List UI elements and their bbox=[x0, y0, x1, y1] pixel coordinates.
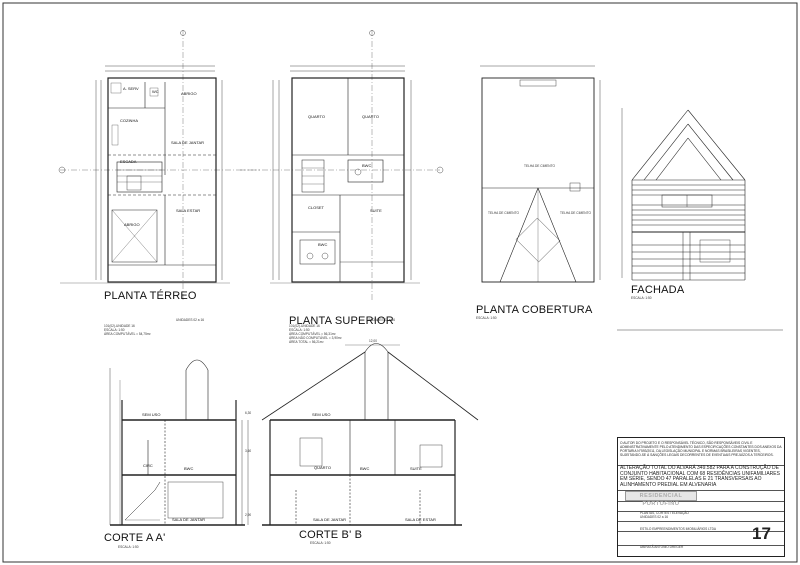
fachada bbox=[621, 108, 746, 281]
corte-b-sala-estar: SALA DE ESTAR bbox=[405, 517, 436, 522]
planta-cobertura-scale: ESCALA: 1:50 bbox=[476, 316, 497, 320]
cobertura-label-3: TELHA DE CIMENTO bbox=[560, 211, 591, 215]
title-block-note: O AUTOR DO PROJETO E O RESPONSÁVEL TÉCNI… bbox=[620, 441, 782, 457]
title-block bbox=[617, 437, 785, 557]
corte-b-dim-3: 3,60 bbox=[245, 449, 252, 453]
corte-b-dim-4: 2,90 bbox=[245, 513, 252, 517]
planta-superior-info-2: ESCALA: 1:50 bbox=[289, 328, 310, 332]
cobertura-label-1: TELHA DE CIMENTO bbox=[524, 164, 555, 168]
planta-terreo-units: UNIDADES 02 a 16 bbox=[176, 318, 204, 322]
title-block-content: PLANTAS, CORTES / ELEVAÇÃO bbox=[640, 511, 689, 515]
planta-superior-info-4: ÁREA NÃO COMPUTÁVEL = 3,90m² bbox=[289, 336, 342, 340]
title-block-units: UNIDADES 02 a 16 bbox=[640, 515, 668, 519]
corte-b-suite: SUITE bbox=[410, 466, 422, 471]
room-quarto-1: QUARTO bbox=[308, 114, 325, 119]
corte-a bbox=[109, 359, 245, 526]
room-a-serv: A. SERV bbox=[123, 86, 139, 91]
corte-a-sem-uso: SEM USO bbox=[142, 412, 161, 417]
planta-superior-info-1: 101(02)-UNIDADE 16 bbox=[289, 324, 320, 328]
planta-superior-units: UNIDADES 02 a 16 bbox=[367, 318, 395, 322]
room-quarto-2: QUARTO bbox=[362, 114, 379, 119]
cobertura-label-2: TELHA DE CIMENTO bbox=[488, 211, 519, 215]
corte-a-title: CORTE A A' bbox=[104, 532, 166, 544]
room-escada: ESCADA bbox=[120, 159, 137, 164]
corte-b-sem-uso: SEM USO bbox=[312, 412, 331, 417]
corte-b-sala-jantar: SALA DE JANTAR bbox=[313, 517, 347, 522]
sheet-number: 17 bbox=[752, 524, 771, 543]
room-cozinha: COZINHA bbox=[120, 118, 138, 123]
planta-terreo-title: PLANTA TÉRREO bbox=[104, 290, 197, 302]
title-block-author: UBIRATÃ ANTONIO DREGER bbox=[640, 545, 684, 549]
fachada-scale: ESCALA: 1:50 bbox=[631, 296, 652, 300]
corte-b-title: CORTE B' B bbox=[299, 529, 363, 541]
planta-terreo-info-3: ÁREA COMPUTÁVEL = 54,75m² bbox=[104, 332, 151, 336]
corte-b bbox=[247, 343, 479, 526]
corte-b-bwc: BWC bbox=[360, 466, 370, 471]
room-abrigo-bottom: ABRIGO bbox=[124, 222, 140, 227]
room-wc: WC bbox=[152, 89, 159, 94]
corte-a-bwc: BWC bbox=[184, 466, 194, 471]
title-block-description: ALTERAÇÃO TOTAL DO ALVARÁ 349.582 PARA A… bbox=[620, 465, 780, 488]
planta-superior-info-3: ÁREA COMPUTÁVEL = 56,31m² bbox=[289, 332, 336, 336]
room-abrigo-top: ABRIGO bbox=[181, 91, 197, 96]
room-bwc-1: BWC bbox=[362, 163, 372, 168]
corte-b-scale: ESCALA: 1:50 bbox=[310, 541, 331, 545]
title-block-owner: ESTILO EMPREENDIMENTOS IMOBILIÁRIOS LTDA bbox=[640, 527, 717, 531]
fachada-title: FACHADA bbox=[631, 284, 685, 296]
room-suite: SUITE bbox=[370, 208, 382, 213]
planta-terreo bbox=[58, 30, 260, 300]
corte-b-dim-1: 12,00 bbox=[369, 339, 377, 343]
brand-logo: RESIDENCIAL PORTOFINO bbox=[625, 491, 697, 507]
room-sala-estar: SALA ESTAR bbox=[176, 208, 201, 213]
corte-a-sala-jantar: SALA DE JANTAR bbox=[172, 517, 206, 522]
planta-cobertura bbox=[480, 65, 601, 283]
corte-a-scale: ESCALA: 1:50 bbox=[118, 545, 139, 549]
corte-a-circ: CIRC bbox=[143, 463, 153, 468]
planta-superior-info-5: ÁREA TOTAL = 56,21m² bbox=[289, 340, 324, 344]
planta-terreo-info-1: 101(02)-UNIDADE 16 bbox=[104, 324, 135, 328]
room-closet: CLOSET bbox=[308, 205, 325, 210]
room-sala-jantar: SALA DE JANTAR bbox=[171, 140, 205, 145]
corte-b-dim-2: 6,30 bbox=[245, 411, 252, 415]
planta-terreo-info-2: ESCALA: 1:50 bbox=[104, 328, 125, 332]
corte-b-quarto: QUARTO bbox=[314, 465, 331, 470]
planta-superior bbox=[240, 30, 444, 300]
planta-superior-title: PLANTA SUPERIOR bbox=[289, 315, 394, 327]
planta-cobertura-title: PLANTA COBERTURA bbox=[476, 304, 593, 316]
room-bwc-2: BWC bbox=[318, 242, 328, 247]
